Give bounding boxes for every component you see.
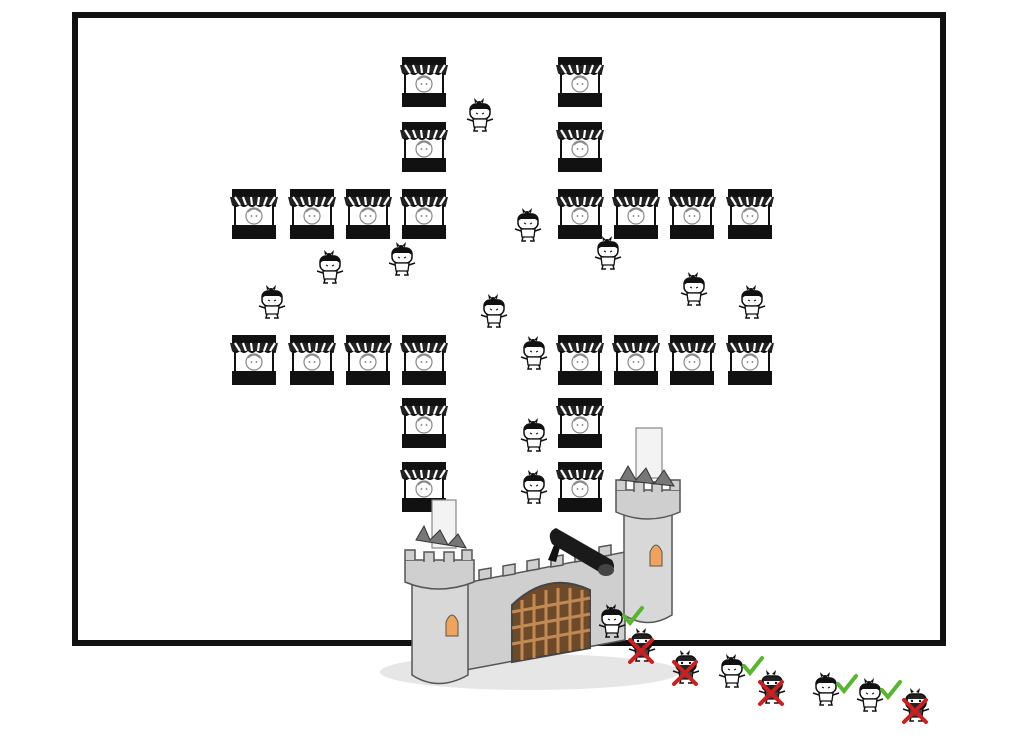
person-icon	[514, 207, 542, 242]
check-icon	[836, 674, 858, 693]
people-inside-market	[258, 97, 766, 504]
market-stall-icon	[342, 187, 394, 241]
market-stall-icon	[554, 396, 606, 450]
market-stall-icon	[286, 187, 338, 241]
check-icon	[742, 656, 764, 675]
market-stall-icon	[610, 187, 662, 241]
market-stall-icon	[554, 120, 606, 174]
person-icon	[466, 97, 494, 132]
person-icon	[480, 293, 508, 328]
check-icon	[880, 680, 902, 699]
person-icon	[520, 469, 548, 504]
market-stall-icon	[398, 333, 450, 387]
market-stall-icon	[228, 333, 280, 387]
queue-person-allowed	[812, 671, 840, 706]
queue-person-allowed	[856, 677, 884, 712]
market-stall-icon	[724, 333, 776, 387]
market-stall-icon	[610, 333, 662, 387]
queue-person-allowed	[718, 653, 746, 688]
market-stall-icon	[342, 333, 394, 387]
castle-gate-icon	[380, 427, 681, 690]
person-icon	[520, 417, 548, 452]
person-icon	[388, 241, 416, 276]
market-stall-icon	[724, 187, 776, 241]
market-stall-icon	[398, 120, 450, 174]
person-icon	[594, 235, 622, 270]
person-icon	[680, 271, 708, 306]
market-stall-icon	[554, 333, 606, 387]
market-stall-icon	[554, 460, 606, 514]
person-icon	[738, 284, 766, 319]
market-stall-icon	[398, 396, 450, 450]
market-stall-icon	[398, 187, 450, 241]
person-icon	[258, 284, 286, 319]
person-icon	[520, 335, 548, 370]
market-enclosure	[72, 12, 946, 646]
surveillance-camera-icon	[548, 528, 614, 576]
portcullis	[511, 588, 591, 660]
market-stall-icon	[554, 55, 606, 109]
person-icon	[316, 249, 344, 284]
market-stall-icon	[228, 187, 280, 241]
market-stall-icon	[286, 333, 338, 387]
market-stall-icon	[666, 187, 718, 241]
market-stall-icon	[398, 55, 450, 109]
market-stall-icon	[666, 333, 718, 387]
market-stall-icon	[554, 187, 606, 241]
